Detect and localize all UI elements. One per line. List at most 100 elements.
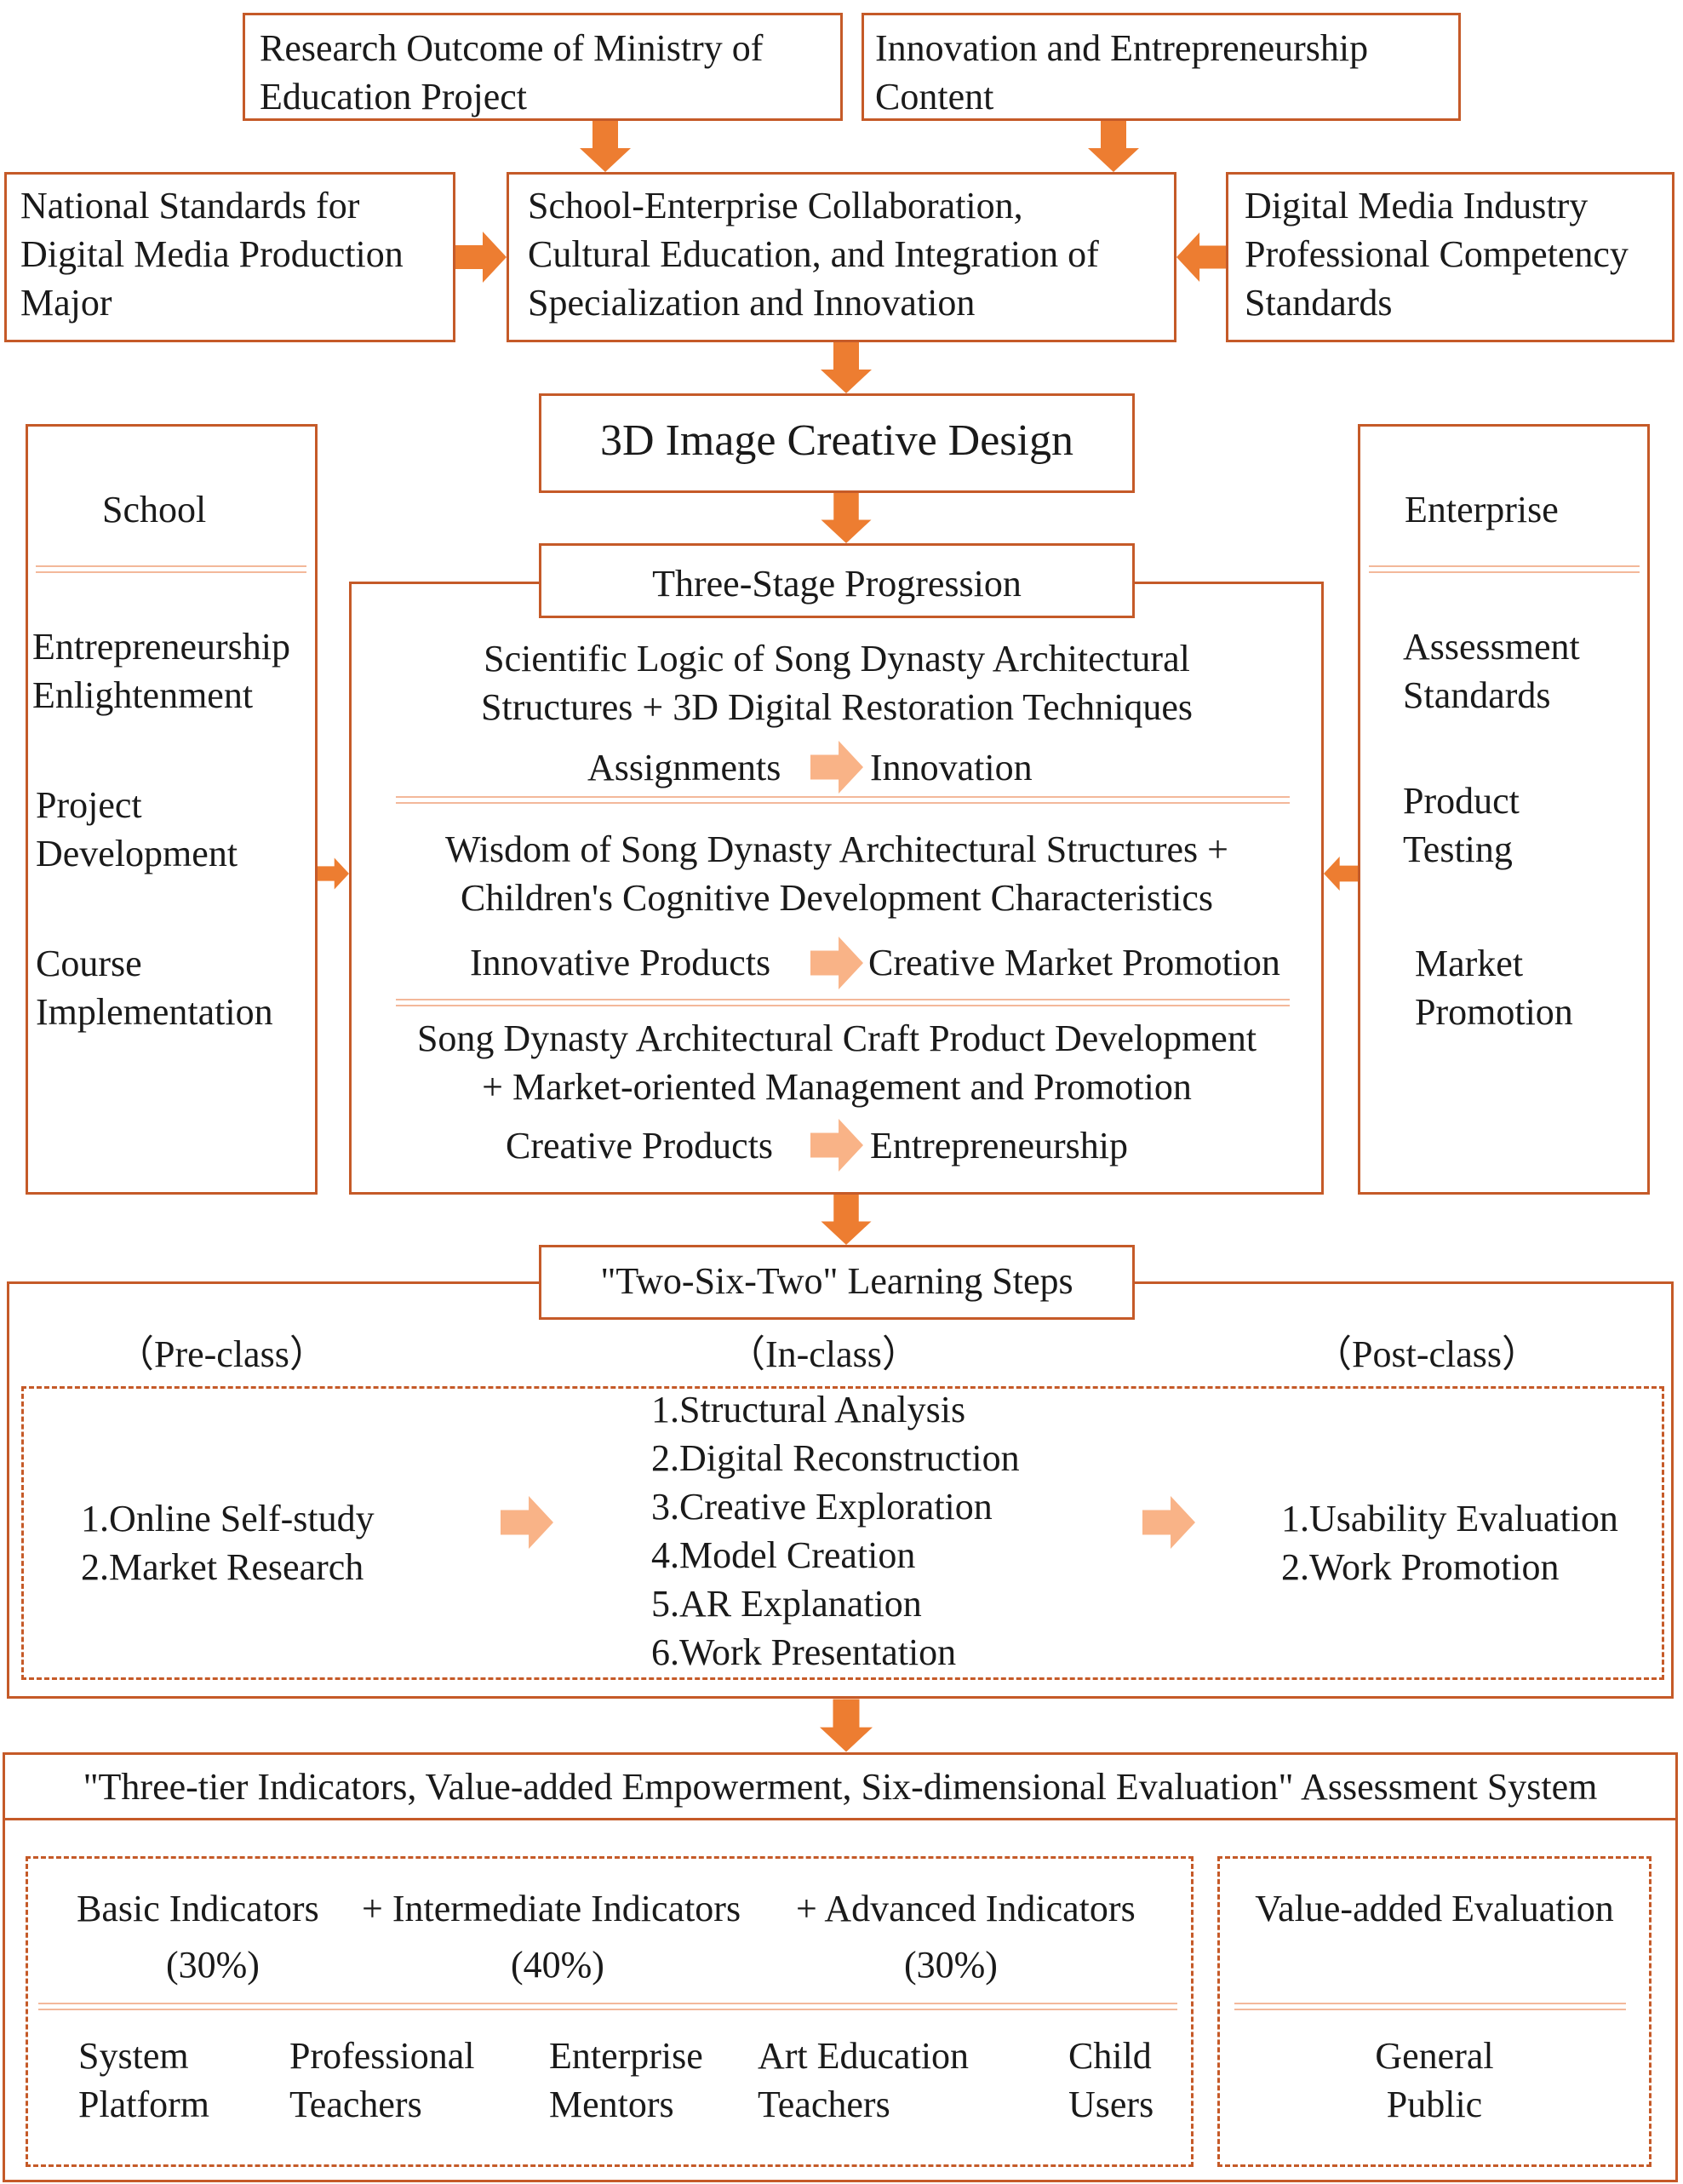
arrow-shape	[1142, 1496, 1195, 1549]
school-item-3-line-1: Course	[36, 943, 142, 984]
collaboration-box	[507, 172, 1176, 342]
evaluator-4-line-2: Teachers	[758, 2084, 890, 2125]
evaluator-1-line-1: System	[78, 2035, 189, 2077]
collaboration-line-2: Cultural Education, and Integration of	[528, 233, 1099, 275]
innovation-content-line-2: Content	[875, 76, 994, 118]
arrow-shape	[810, 741, 863, 794]
arrow-shape	[580, 121, 631, 172]
school-item-3-line-2: Implementation	[36, 991, 273, 1033]
arrow-shape	[821, 1195, 872, 1245]
innovation-content-line-1: Innovation and Entrepreneurship	[875, 27, 1369, 69]
collaboration-line-1: School-Enterprise Collaboration,	[528, 185, 1023, 226]
arrow-shape	[820, 1699, 873, 1752]
learning-steps-title-box	[539, 1245, 1135, 1320]
evaluator-5-line-1: Child	[1068, 2035, 1152, 2077]
post-step-1: 1.Usability Evaluation	[1281, 1498, 1618, 1539]
enterprise-title: Enterprise	[1405, 489, 1559, 530]
arrow-national-right-icon	[455, 232, 507, 283]
arrow-collab-down-icon	[821, 342, 872, 393]
stage-1-to: Innovation	[870, 747, 1033, 788]
in-step-2: 2.Digital Reconstruction	[651, 1437, 1020, 1479]
stage-1-line-2: Structures + 3D Digital Restoration Tech…	[481, 686, 1193, 728]
arrow-school-right-icon	[318, 857, 349, 890]
enterprise-item-3-line-1: Market	[1415, 943, 1524, 984]
in-step-4: 4.Model Creation	[651, 1534, 916, 1576]
indicator-intermediate-label: + Intermediate Indicators	[362, 1888, 741, 1929]
indicators-divider	[38, 2003, 1177, 2010]
school-item-1-line-2: Enlightenment	[32, 674, 254, 716]
arrow-shape	[1176, 232, 1226, 282]
stage-1-from: Assignments	[587, 747, 781, 788]
arrow-shape	[501, 1496, 553, 1549]
enterprise-item-3-line-2: Promotion	[1415, 991, 1573, 1033]
stage-2-line-2: Children's Cognitive Development Charact…	[460, 877, 1214, 919]
stage-1-line-1: Scientific Logic of Song Dynasty Archite…	[484, 638, 1190, 679]
innovation-content-box	[862, 13, 1461, 121]
in-step-3: 3.Creative Exploration	[651, 1486, 993, 1528]
arrow-steps-down-icon	[820, 1699, 873, 1752]
value-added-title: Value-added Evaluation	[1255, 1888, 1614, 1929]
arrow-shape	[318, 857, 349, 890]
arrow-shape	[455, 232, 507, 283]
in-step-6: 6.Work Presentation	[651, 1631, 957, 1673]
stage-divider-1	[396, 796, 1290, 804]
collaboration-line-3: Specialization and Innovation	[528, 282, 976, 324]
value-added-evaluator-line-1: General	[1375, 2035, 1494, 2077]
evaluator-4-line-1: Art Education	[758, 2035, 970, 2077]
stage-3-line-2: + Market-oriented Management and Promoti…	[482, 1066, 1192, 1108]
in-to-post-arrow-icon	[1142, 1496, 1195, 1549]
course-title: 3D Image Creative Design	[600, 416, 1073, 465]
value-added-dashed-box	[1217, 1856, 1652, 2167]
pre-step-1: 1.Online Self-study	[81, 1498, 375, 1539]
arrow-industry-left-icon	[1176, 232, 1226, 282]
assessment-container	[3, 1752, 1678, 2182]
assessment-title: "Three-tier Indicators, Value-added Empo…	[83, 1766, 1598, 1808]
arrow-shape	[1088, 121, 1139, 172]
enterprise-item-2-line-2: Testing	[1403, 828, 1513, 870]
pre-to-in-arrow-icon	[501, 1496, 553, 1549]
indicators-dashed-box	[26, 1856, 1194, 2167]
evaluator-5-line-2: Users	[1068, 2084, 1154, 2125]
assessment-title-rule	[3, 1818, 1678, 1820]
evaluator-2-line-2: Teachers	[289, 2084, 422, 2125]
enterprise-divider	[1369, 565, 1640, 573]
stage-3-to: Entrepreneurship	[870, 1125, 1128, 1167]
indicator-advanced-weight: (30%)	[904, 1944, 998, 1986]
school-divider	[36, 565, 306, 573]
indicator-advanced-label: + Advanced Indicators	[796, 1888, 1136, 1929]
school-box	[26, 424, 318, 1195]
research-outcome-line-1: Research Outcome of Ministry of	[260, 27, 764, 69]
school-item-2-line-2: Development	[36, 833, 238, 874]
school-item-1-line-1: Entrepreneurship	[32, 626, 290, 668]
national-standards-box	[4, 172, 455, 342]
school-title: School	[102, 489, 207, 530]
arrow-course-down-icon	[821, 493, 872, 543]
indicator-intermediate-weight: (40%)	[511, 1944, 604, 1986]
phase-post-class: （Post-class）	[1314, 1333, 1539, 1375]
national-standards-line-3: Major	[20, 282, 112, 324]
stage-1-flow-arrow-icon	[810, 741, 863, 794]
arrow-shape	[821, 493, 872, 543]
learning-steps-dashed-box	[21, 1386, 1664, 1680]
stage-2-flow-arrow-icon	[810, 937, 863, 989]
evaluator-3-line-2: Mentors	[549, 2084, 674, 2125]
enterprise-item-1-line-2: Standards	[1403, 674, 1551, 716]
enterprise-item-1-line-1: Assessment	[1403, 626, 1580, 668]
arrow-shape	[810, 937, 863, 989]
learning-steps-container	[7, 1281, 1674, 1699]
arrow-innovation-down-icon	[1088, 121, 1139, 172]
evaluator-2-line-1: Professional	[289, 2035, 475, 2077]
stage-2-to: Creative Market Promotion	[868, 942, 1280, 983]
evaluator-1-line-2: Platform	[78, 2084, 209, 2125]
stage-2-line-1: Wisdom of Song Dynasty Architectural Str…	[444, 828, 1228, 870]
industry-standards-line-2: Professional Competency	[1245, 233, 1629, 275]
in-step-1: 1.Structural Analysis	[651, 1389, 966, 1430]
industry-standards-line-1: Digital Media Industry	[1245, 185, 1589, 226]
stage-3-line-1: Song Dynasty Architectural Craft Product…	[416, 1017, 1257, 1059]
arrow-stage-down-icon	[821, 1195, 872, 1245]
indicator-basic-weight: (30%)	[166, 1944, 260, 1986]
stage-divider-2	[396, 999, 1290, 1006]
in-step-5: 5.AR Explanation	[651, 1583, 922, 1625]
phase-in-class: （In-class）	[728, 1333, 919, 1375]
